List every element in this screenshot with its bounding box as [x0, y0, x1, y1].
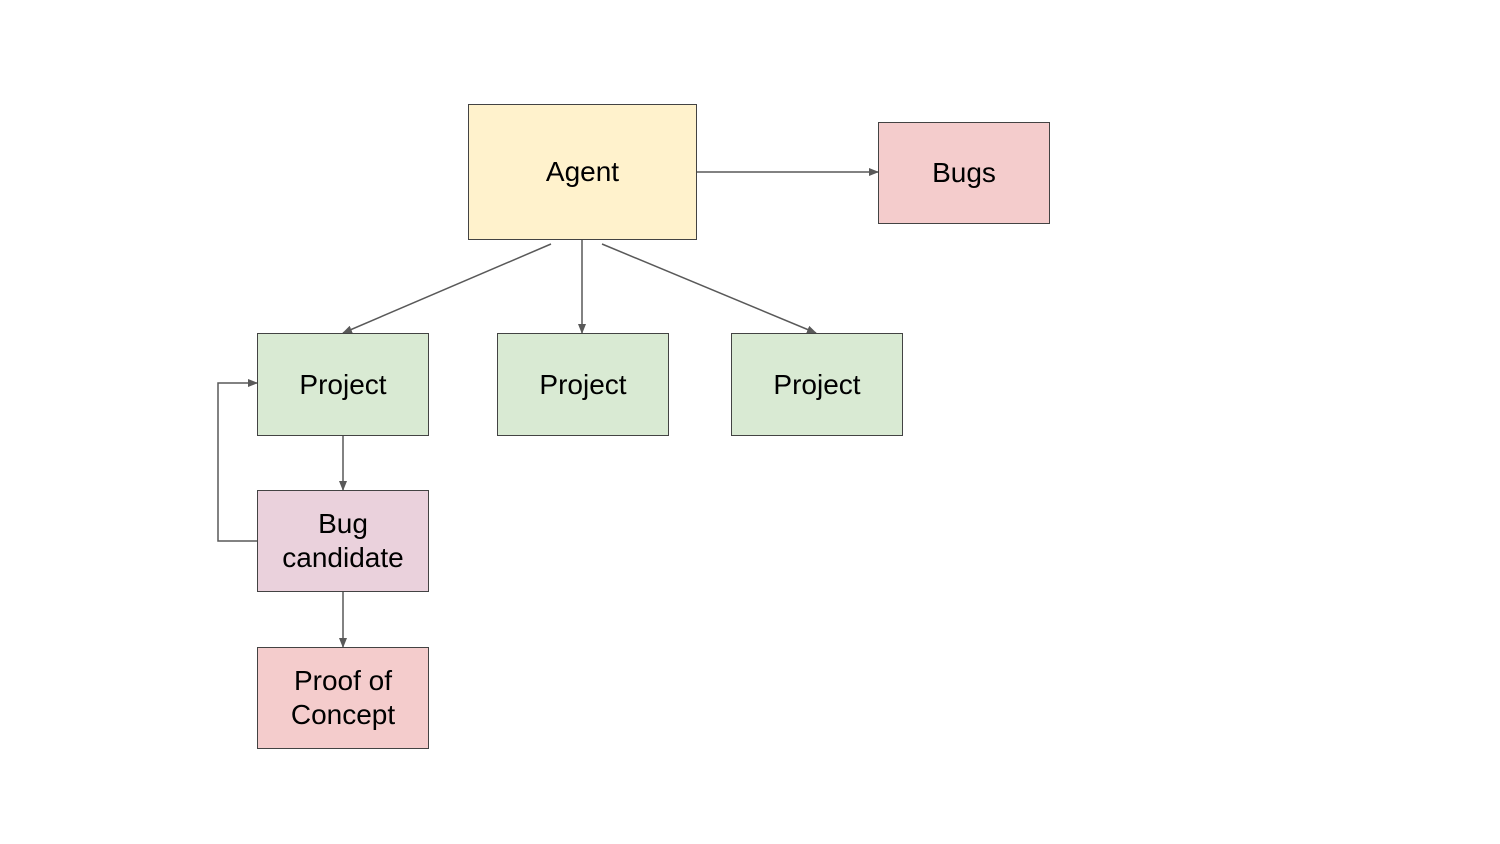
node-project-1[interactable]: Project — [257, 333, 429, 436]
node-project-2[interactable]: Project — [497, 333, 669, 436]
node-bug-candidate-label: Bug candidate — [282, 508, 404, 573]
node-project-3[interactable]: Project — [731, 333, 903, 436]
node-bugs-label: Bugs — [932, 157, 996, 188]
node-agent-label: Agent — [545, 156, 620, 187]
node-bugs[interactable]: Bugs — [878, 122, 1050, 224]
node-project-1-label: Project — [299, 368, 387, 400]
node-bug-candidate[interactable]: Bug candidate — [257, 490, 429, 592]
node-agent[interactable]: Agent — [468, 104, 697, 240]
edge-agent-to-project-1 — [342, 243, 552, 334]
node-project-2-label: Project — [539, 368, 627, 400]
node-project-3-label: Project — [773, 368, 861, 400]
edge-agent-to-project-3 — [601, 243, 817, 334]
node-proof-of-concept-label: Proof of Concept — [290, 665, 396, 730]
edge-bug-candidate-to-project-1 — [217, 379, 258, 542]
node-proof-of-concept[interactable]: Proof of Concept — [257, 647, 429, 749]
